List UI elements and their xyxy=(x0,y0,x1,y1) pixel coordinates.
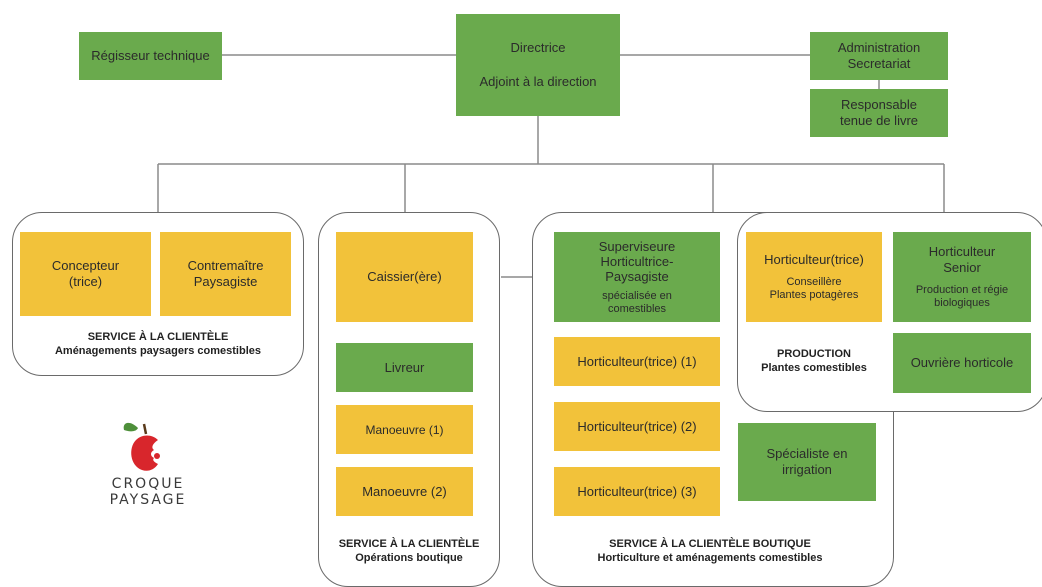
concepteur-node: Concepteur (trice) xyxy=(20,232,151,316)
caption-operations-boutique: SERVICE À LA CLIENTÈLE Opérations boutiq… xyxy=(326,537,492,565)
irrigation-node: Spécialiste en irrigation xyxy=(738,423,876,501)
caption-operations-title: SERVICE À LA CLIENTÈLE xyxy=(338,538,480,550)
directrice-subtitle: Adjoint à la direction xyxy=(479,74,597,89)
directrice-title: Directrice xyxy=(510,40,566,55)
caption-production-title: PRODUCTION xyxy=(777,348,851,360)
administration-node: Administration Secretariat xyxy=(810,32,948,80)
horticulteur-conseillere-note: Conseillère Plantes potagères xyxy=(769,276,859,301)
horticulteur-senior-node: Horticulteur Senior Production et régie … xyxy=(893,232,1031,322)
caption-horticulture-boutique: SERVICE À LA CLIENTÈLE BOUTIQUE Horticul… xyxy=(560,537,860,565)
horticulteur-1-node: Horticulteur(trice) (1) xyxy=(554,337,720,386)
horticulteur-senior-label: Horticulteur Senior xyxy=(928,244,996,275)
tenue-de-livre-label: Responsable tenue de livre xyxy=(839,97,919,128)
superviseure-node: Superviseure Horticultrice- Paysagiste s… xyxy=(554,232,720,322)
logo-word-paysage: PAYSAGE xyxy=(109,492,187,508)
superviseure-note: spécialisée en comestibles xyxy=(602,289,672,315)
manoeuvre-2-node: Manoeuvre (2) xyxy=(336,467,473,516)
directrice-node: Directrice Adjoint à la direction xyxy=(456,14,620,116)
horticulteur-conseillere-label: Horticulteur(trice) xyxy=(764,252,864,267)
regisseur-technique-label: Régisseur technique xyxy=(91,48,210,63)
caption-amenagements-sub: Aménagements paysagers comestibles xyxy=(54,345,262,357)
caption-amenagements-title: SERVICE À LA CLIENTÈLE xyxy=(87,331,229,343)
horticulteur-3-node: Horticulteur(trice) (3) xyxy=(554,467,720,516)
contremaitre-node: Contremaître Paysagiste xyxy=(160,232,291,316)
horticulteur-senior-note: Production et régie biologiques xyxy=(915,284,1009,309)
contremaitre-label: Contremaître Paysagiste xyxy=(187,258,264,289)
concepteur-label: Concepteur (trice) xyxy=(51,258,120,289)
regisseur-technique-node: Régisseur technique xyxy=(79,32,222,80)
croque-paysage-logo: CROQUE PAYSAGE xyxy=(98,418,198,508)
livreur-node: Livreur xyxy=(336,343,473,392)
horticulteur-1-label: Horticulteur(trice) (1) xyxy=(577,353,697,369)
horticulteur-conseillere-node: Horticulteur(trice) Conseillère Plantes … xyxy=(746,232,882,322)
caption-production: PRODUCTION Plantes comestibles xyxy=(746,347,882,375)
horticulteur-3-label: Horticulteur(trice) (3) xyxy=(577,483,697,499)
administration-label: Administration Secretariat xyxy=(837,40,921,71)
ouvriere-horticole-node: Ouvrière horticole xyxy=(893,333,1031,393)
caption-operations-sub: Opérations boutique xyxy=(355,552,463,564)
apple-icon xyxy=(123,422,160,471)
manoeuvre-2-label: Manoeuvre (2) xyxy=(362,483,447,499)
caption-production-sub: Plantes comestibles xyxy=(761,362,867,374)
irrigation-label: Spécialiste en irrigation xyxy=(766,446,848,477)
caption-horticulture-sub: Horticulture et aménagements comestibles xyxy=(597,552,823,564)
caissier-node: Caissier(ère) xyxy=(336,232,473,322)
caissier-label: Caissier(ère) xyxy=(367,269,442,284)
caption-amenagements: SERVICE À LA CLIENTÈLE Aménagements pays… xyxy=(20,330,296,358)
ouvriere-horticole-label: Ouvrière horticole xyxy=(910,355,1014,370)
horticulteur-2-node: Horticulteur(trice) (2) xyxy=(554,402,720,451)
livreur-label: Livreur xyxy=(384,359,425,375)
tenue-de-livre-node: Responsable tenue de livre xyxy=(810,89,948,137)
logo-word-croque: CROQUE xyxy=(111,476,185,492)
caption-horticulture-title: SERVICE À LA CLIENTÈLE BOUTIQUE xyxy=(609,538,811,550)
superviseure-label: Superviseure Horticultrice- Paysagiste xyxy=(598,238,676,284)
manoeuvre-1-node: Manoeuvre (1) xyxy=(336,405,473,454)
horticulteur-2-label: Horticulteur(trice) (2) xyxy=(577,418,697,434)
manoeuvre-1-label: Manoeuvre (1) xyxy=(365,422,444,437)
